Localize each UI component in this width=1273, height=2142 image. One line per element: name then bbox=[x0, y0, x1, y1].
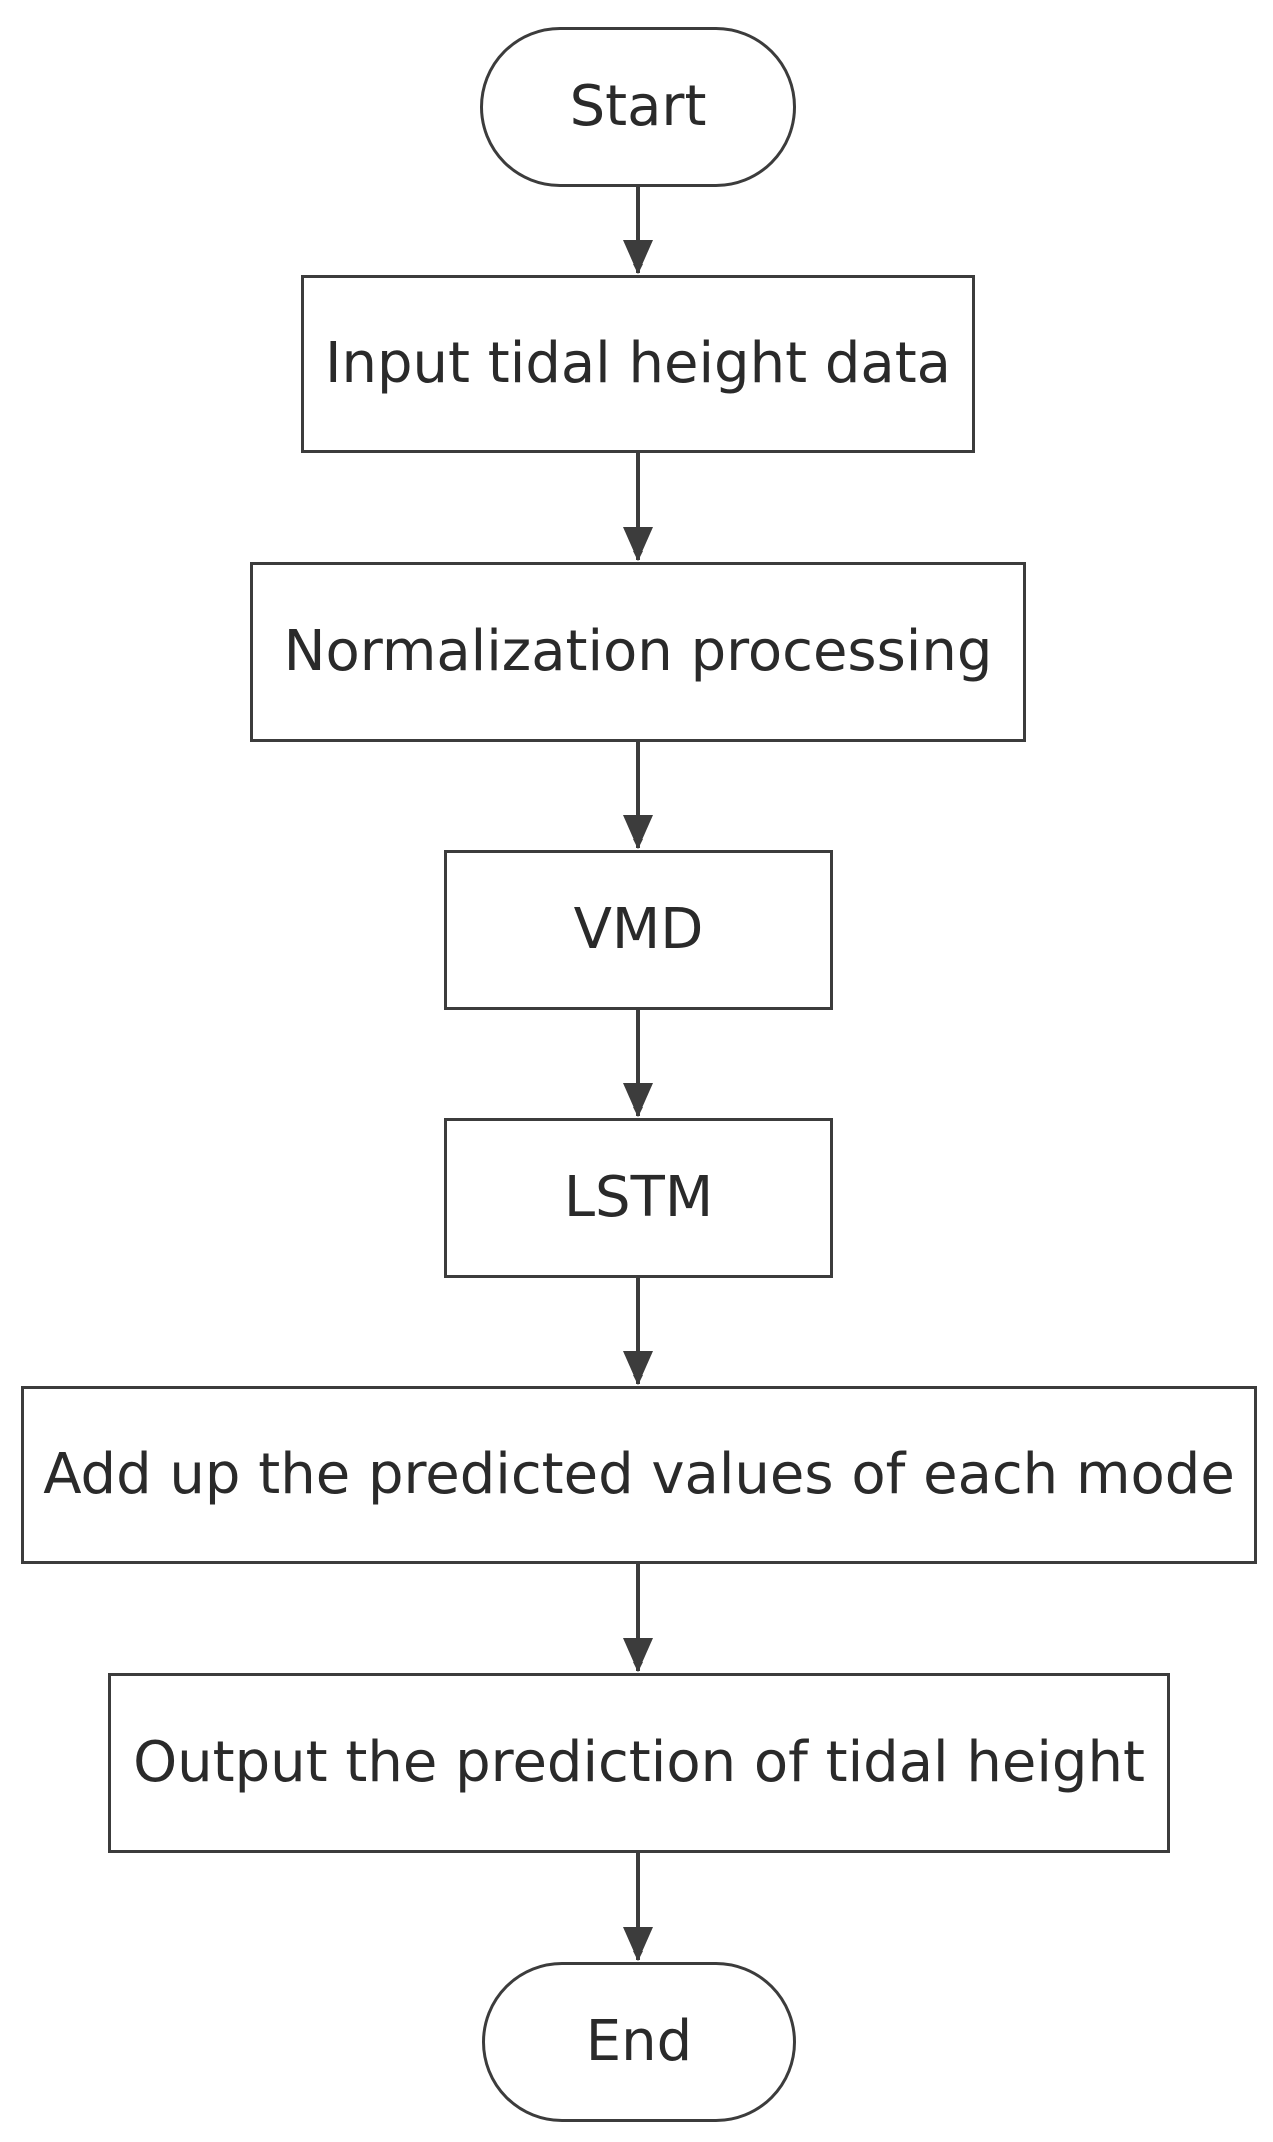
arrowhead-start-to-input bbox=[623, 240, 653, 274]
node-input-label: Input tidal height data bbox=[325, 331, 951, 396]
arrowhead-normalize-to-vmd bbox=[623, 815, 653, 849]
node-output-label: Output the prediction of tidal height bbox=[133, 1730, 1145, 1795]
arrowhead-lstm-to-sum bbox=[623, 1351, 653, 1385]
node-vmd: VMD bbox=[444, 850, 833, 1010]
node-end-label: End bbox=[585, 2009, 693, 2074]
node-lstm-label: LSTM bbox=[563, 1165, 714, 1230]
node-input: Input tidal height data bbox=[301, 275, 975, 453]
node-lstm: LSTM bbox=[444, 1118, 833, 1278]
node-vmd-label: VMD bbox=[573, 897, 704, 962]
node-normalize: Normalization processing bbox=[250, 562, 1026, 742]
arrowhead-input-to-normalize bbox=[623, 527, 653, 561]
node-start: Start bbox=[480, 27, 796, 187]
node-sum: Add up the predicted values of each mode bbox=[21, 1386, 1257, 1564]
node-start-label: Start bbox=[569, 74, 707, 139]
arrowhead-output-to-end bbox=[623, 1927, 653, 1961]
node-output: Output the prediction of tidal height bbox=[108, 1673, 1170, 1853]
arrowhead-sum-to-output bbox=[623, 1638, 653, 1672]
node-normalize-label: Normalization processing bbox=[283, 619, 993, 684]
arrowhead-vmd-to-lstm bbox=[623, 1083, 653, 1117]
node-end: End bbox=[482, 1962, 796, 2122]
node-sum-label: Add up the predicted values of each mode bbox=[43, 1442, 1235, 1507]
